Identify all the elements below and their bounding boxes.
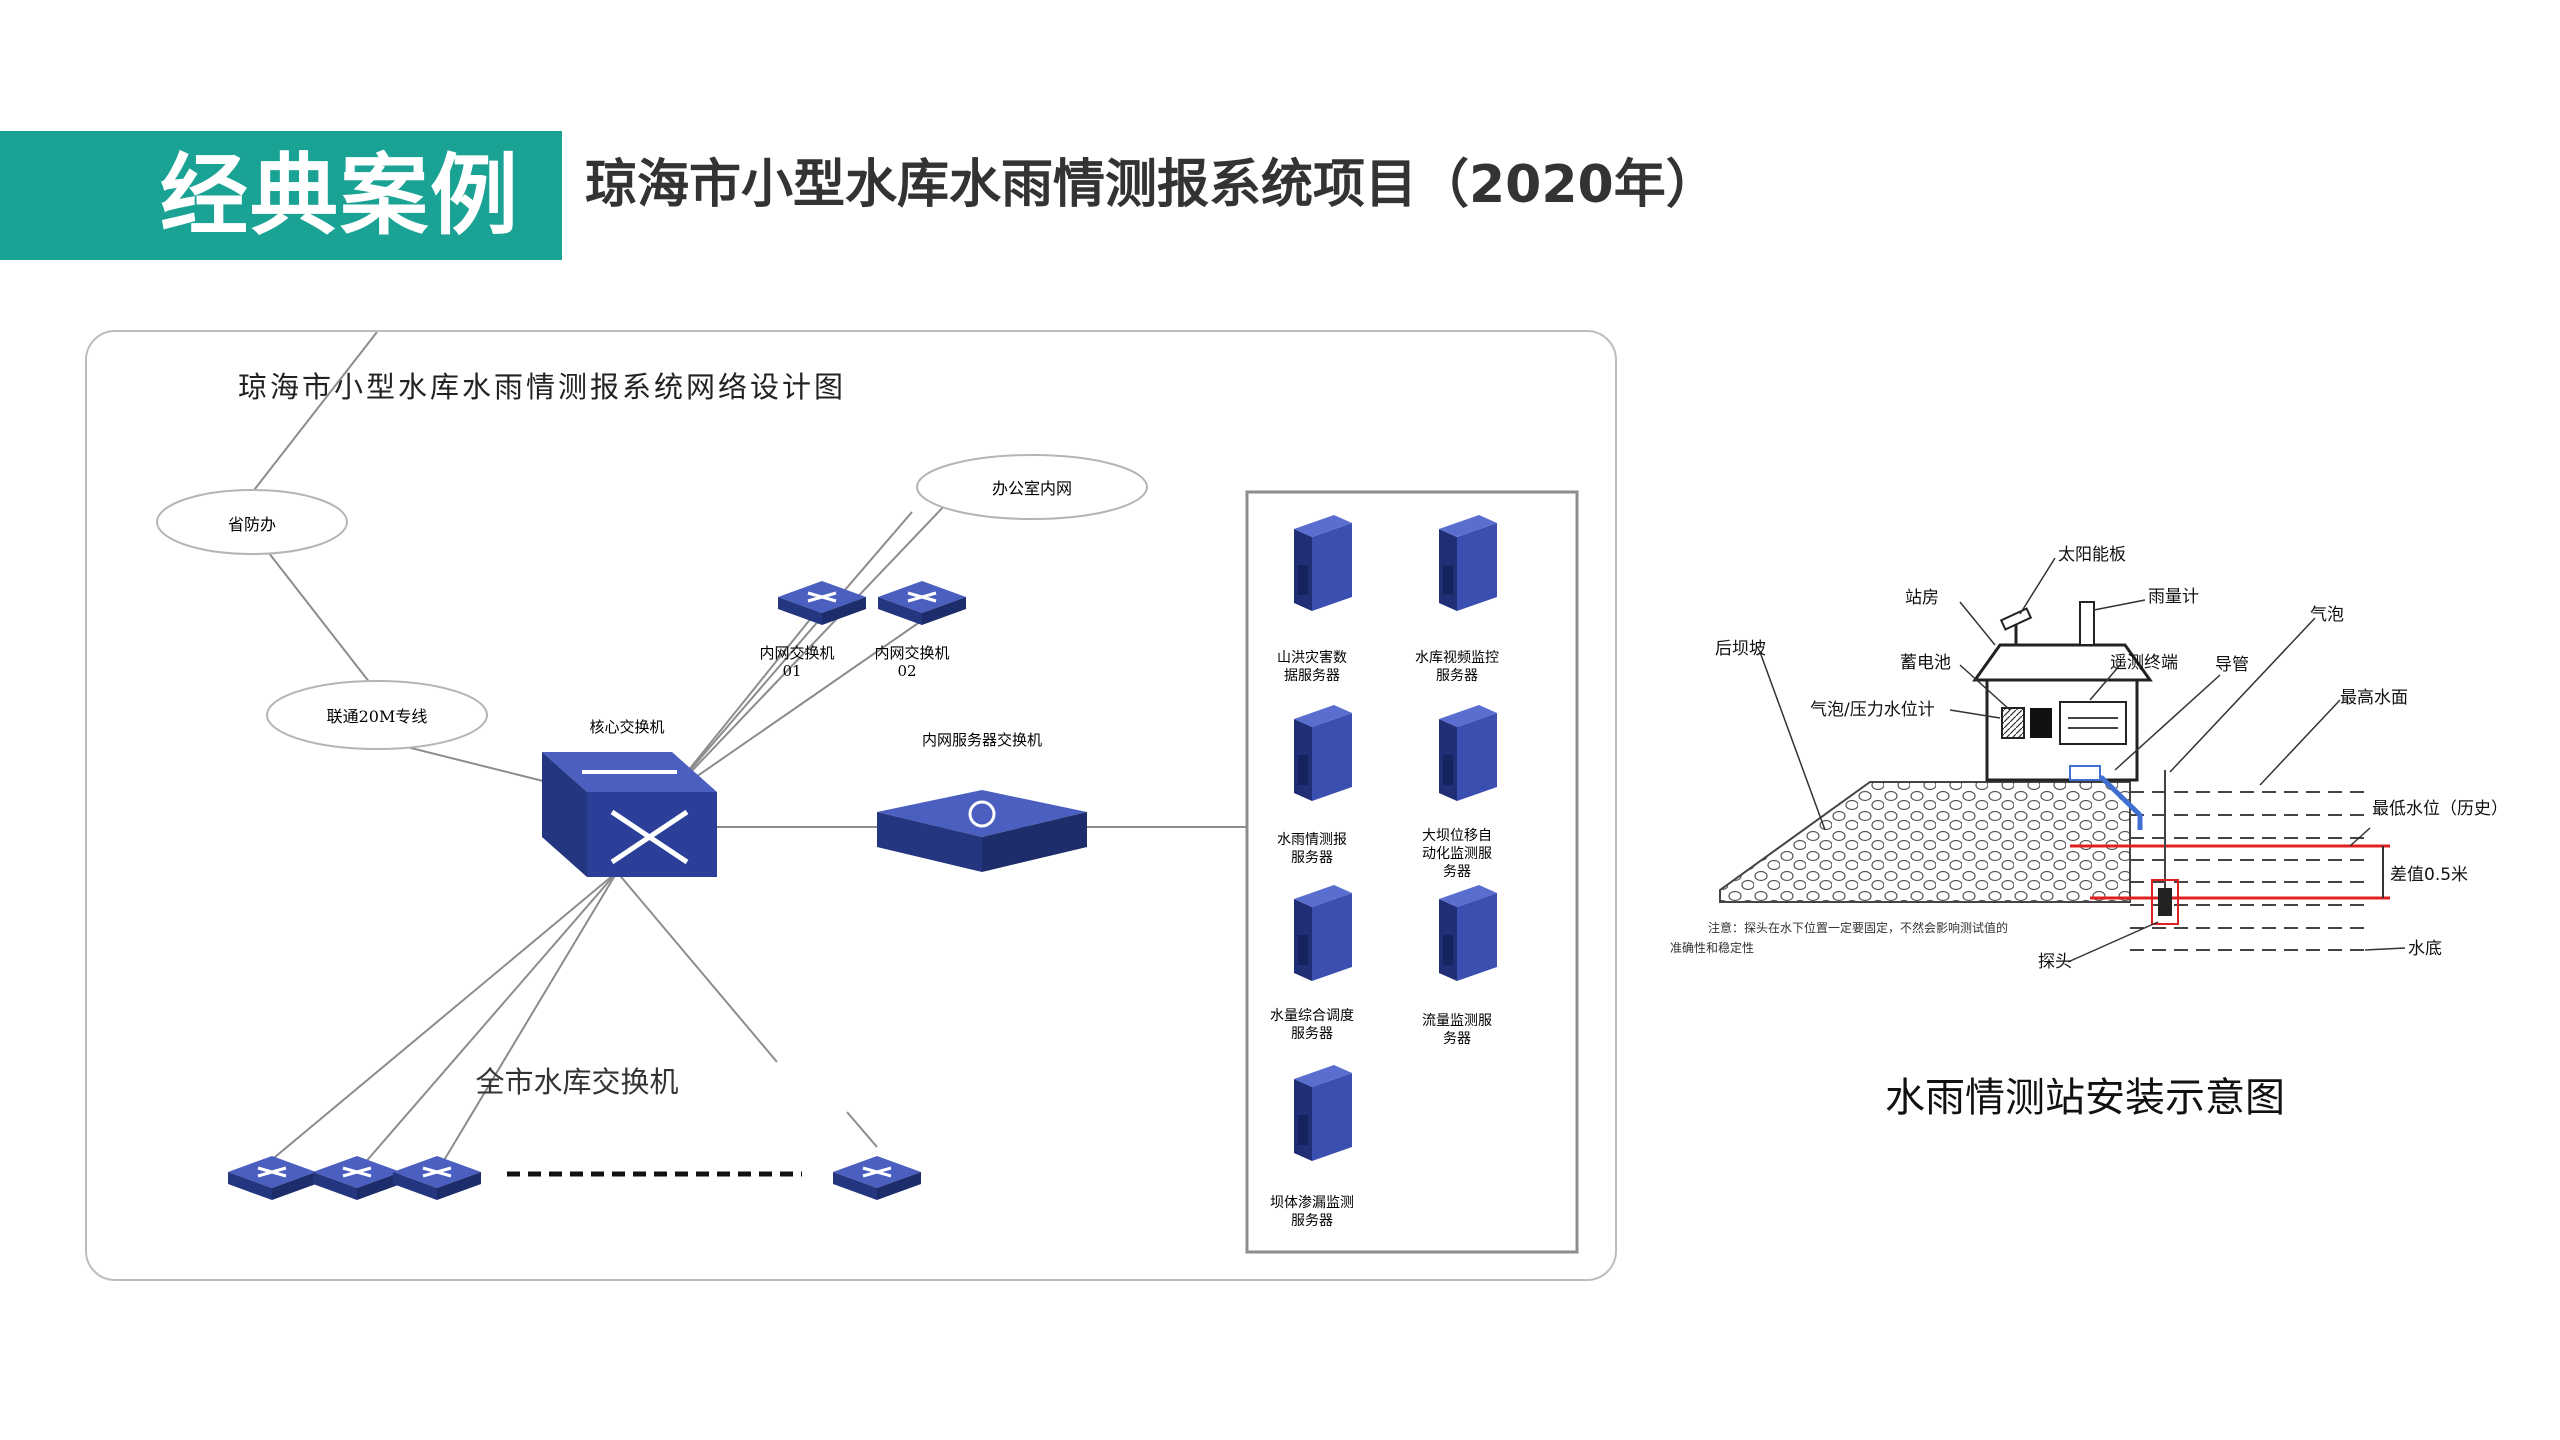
intranet-switch-02 [876,579,968,627]
station-house [1972,601,2153,782]
label-battery: 蓄电池 [1900,653,1951,673]
intranet-switch-01 [776,579,868,627]
intranet-switch-01-label: 内网交换机 [759,644,834,662]
install-note-1: 注意：探头在水下位置一定要固定，不然会影响测试值的 [1708,920,2008,935]
label-rtu: 遥测终端 [2110,653,2178,673]
install-note-2: 准确性和稳定性 [1670,940,1754,955]
city-switch-2 [311,1154,403,1202]
city-switch-1 [226,1154,318,1202]
section-banner [0,131,562,260]
server-7-l2: 服务器 [1291,1213,1333,1229]
network-diagram: 琼海市小型水库水雨情测报系统网络设计图 省防办 办公室内网 [156,332,1579,1254]
label-station: 站房 [1905,588,1939,608]
server-5 [1294,885,1352,981]
cloud-office-label: 办公室内网 [992,479,1072,498]
leader-lines [1759,557,2406,963]
cloud-line-label: 联通20M专线 [327,707,428,726]
core-switch-label: 核心交换机 [589,718,664,736]
server-4-l1: 大坝位移自 [1422,828,1492,844]
label-highest: 最高水面 [2340,688,2408,708]
label-diff: 差值0.5米 [2390,865,2468,885]
server-switch-label: 内网服务器交换机 [922,731,1042,749]
label-dam-slope: 后坝坡 [1715,639,1766,659]
water-lines [2130,791,2370,951]
server-2-l2: 服务器 [1436,668,1478,684]
server-3-l2: 服务器 [1291,850,1333,866]
server-3 [1294,705,1352,801]
server-6-l2: 务器 [1443,1031,1471,1047]
intranet-switch-01-num: 01 [782,662,801,680]
install-caption: 水雨情测站安装示意图 [1885,1075,2285,1121]
server-6-l1: 流量监测服 [1422,1013,1492,1029]
connection-lines [236,332,1247,1173]
cloud-line: 联通20M专线 [266,680,488,750]
server-1-l2: 据服务器 [1284,668,1340,684]
server-2 [1439,515,1497,611]
city-switch-3 [391,1154,483,1202]
intranet-switch-02-num: 02 [897,662,916,680]
server-4-l2: 动化监测服 [1422,846,1492,862]
core-switch [542,752,717,877]
label-lowest: 最低水位（历史） [2372,799,2508,819]
server-5-l2: 服务器 [1291,1026,1333,1042]
server-1-l1: 山洪灾害数 [1277,649,1347,666]
server-7 [1294,1065,1352,1161]
server-5-l1: 水量综合调度 [1270,1008,1354,1024]
probe [2158,888,2172,916]
cloud-prov-label: 省防办 [228,515,276,534]
label-probe: 探头 [2038,952,2072,972]
server-4 [1439,705,1497,801]
label-level-gauge: 气泡/压力水位计 [1810,700,1935,720]
server-3-l1: 水雨情测报 [1277,832,1347,848]
label-bubble: 气泡 [2310,605,2344,625]
label-bottom: 水底 [2408,939,2442,959]
server-4-l3: 务器 [1443,864,1471,880]
installation-diagram: 太阳能板 站房 雨量计 气泡 后坝坡 蓄电池 遥测终端 导管 气泡/压力水位计 … [1670,545,2508,972]
page-title: 琼海市小型水库水雨情测报系统项目（2020年） [585,155,1718,215]
label-pipe: 导管 [2215,655,2249,675]
network-diagram-panel: 琼海市小型水库水雨情测报系统网络设计图 省防办 办公室内网 [85,330,1617,1281]
server-2-l1: 水库视频监控 [1415,650,1499,666]
label-rain-gauge: 雨量计 [2148,587,2199,607]
probe-box [2151,879,2179,925]
server-switch [877,790,1087,872]
city-switch-label: 全市水库交换机 [475,1065,678,1099]
dam-slope [1719,781,2131,903]
server-1 [1294,515,1352,611]
banner-label: 经典案例 [160,144,521,247]
label-solar: 太阳能板 [2058,545,2126,565]
intranet-switch-02-label: 内网交换机 [874,644,949,662]
network-title: 琼海市小型水库水雨情测报系统网络设计图 [238,370,846,404]
city-switch-4 [831,1154,923,1202]
server-6 [1439,885,1497,981]
cloud-office: 办公室内网 [916,454,1148,520]
server-7-l1: 坝体渗漏监测 [1270,1195,1354,1211]
cloud-prov: 省防办 [156,489,348,555]
